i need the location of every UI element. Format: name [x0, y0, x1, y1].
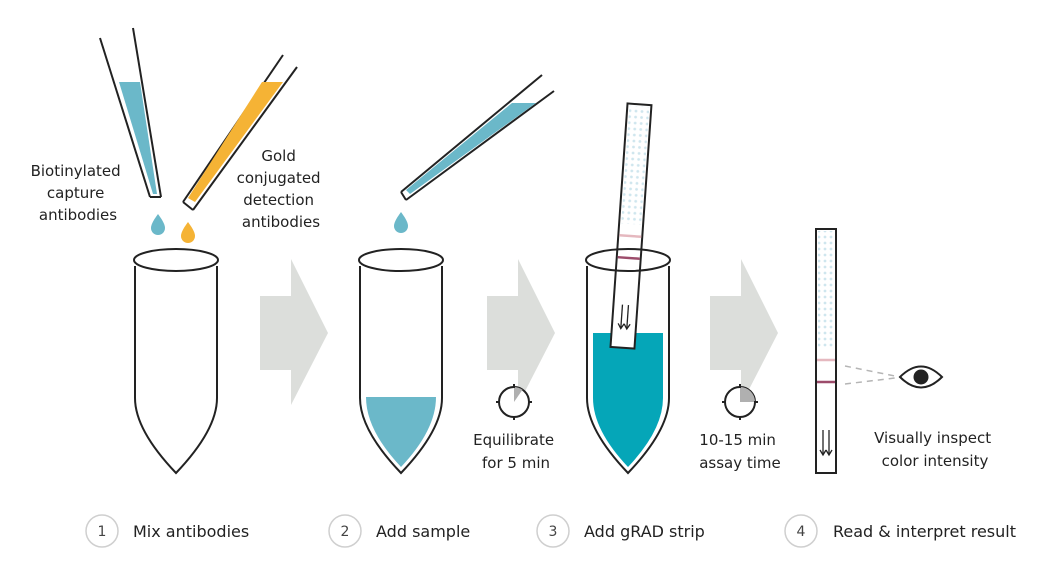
flow-arrow-2	[487, 259, 555, 405]
step-1-number: 1	[98, 524, 107, 540]
flow-arrow-3	[710, 259, 778, 405]
sample-droplet	[394, 212, 408, 233]
tube-3-rim	[585, 248, 671, 272]
equilibrate-label-line2: for 5 min	[482, 454, 550, 472]
result-test-strip	[815, 228, 837, 474]
tube-3	[586, 266, 670, 475]
step-4-label: Read & interpret result	[833, 522, 1016, 541]
gold-label-line3: detection	[243, 191, 314, 209]
step-3-number: 3	[549, 524, 558, 540]
step1-scene: Biotinylated capture antibodies Gold con…	[31, 27, 326, 475]
step2-scene	[358, 74, 555, 475]
sample-liquid	[406, 103, 536, 194]
step-2-label: Add sample	[376, 522, 470, 541]
step-1: 1 Mix antibodies	[85, 514, 249, 548]
gold-label-line2: conjugated	[237, 169, 321, 187]
flow-arrow-1	[260, 259, 328, 405]
gold-label-line4: antibodies	[242, 213, 320, 231]
step4-scene: Visually inspect color intensity	[815, 228, 996, 474]
step-2-number: 2	[341, 524, 350, 540]
step-4: 4 Read & interpret result	[784, 514, 1016, 548]
step-4-number: 4	[797, 524, 806, 540]
step-3: 3 Add gRAD strip	[536, 514, 705, 548]
timer-icon	[722, 384, 758, 420]
gold-label-line1: Gold	[261, 147, 296, 165]
assay-label-line2: assay time	[699, 454, 781, 472]
inspect-label-line2: color intensity	[882, 452, 989, 470]
svg-text:10-15 min assay time: 10-15 min assay time	[699, 431, 781, 472]
sight-lines	[844, 365, 896, 385]
timer-icon	[496, 384, 532, 420]
capture-antibody-liquid	[119, 82, 157, 194]
capture-label-line2: capture	[47, 184, 104, 202]
gold-droplet	[181, 222, 195, 243]
capture-label-line1: Biotinylated	[31, 162, 121, 180]
step-2: 2 Add sample	[328, 514, 470, 548]
svg-text:Visually inspect color i: Visually inspect color intensity	[874, 429, 996, 470]
step-1-label: Mix antibodies	[133, 522, 249, 541]
tube-1	[133, 248, 219, 475]
sample-fill	[366, 397, 436, 467]
step3-scene	[585, 102, 671, 475]
gold-antibody-liquid	[188, 82, 283, 202]
step-3-label: Add gRAD strip	[584, 522, 705, 541]
capture-pipette	[99, 27, 162, 198]
buffer-fill	[593, 333, 663, 467]
capture-droplet	[151, 214, 165, 235]
svg-text:Equilibrate for 5 min: Equilibrate for 5 min	[473, 431, 559, 472]
tube-2	[358, 248, 444, 475]
assay-label-line1: 10-15 min	[699, 431, 776, 449]
svg-text:Biotinylated capture: Biotinylated capture antibodies	[31, 162, 126, 224]
sample-pipette	[400, 74, 555, 201]
eye-icon	[898, 365, 944, 389]
equilibrate-label-line1: Equilibrate	[473, 431, 554, 449]
dipped-test-strip	[609, 102, 653, 350]
gold-pipette	[182, 54, 298, 211]
capture-label-line3: antibodies	[39, 206, 117, 224]
inspect-label-line1: Visually inspect	[874, 429, 991, 447]
svg-text:Gold conjugated de: Gold conjugated detection antibodies	[237, 147, 326, 231]
